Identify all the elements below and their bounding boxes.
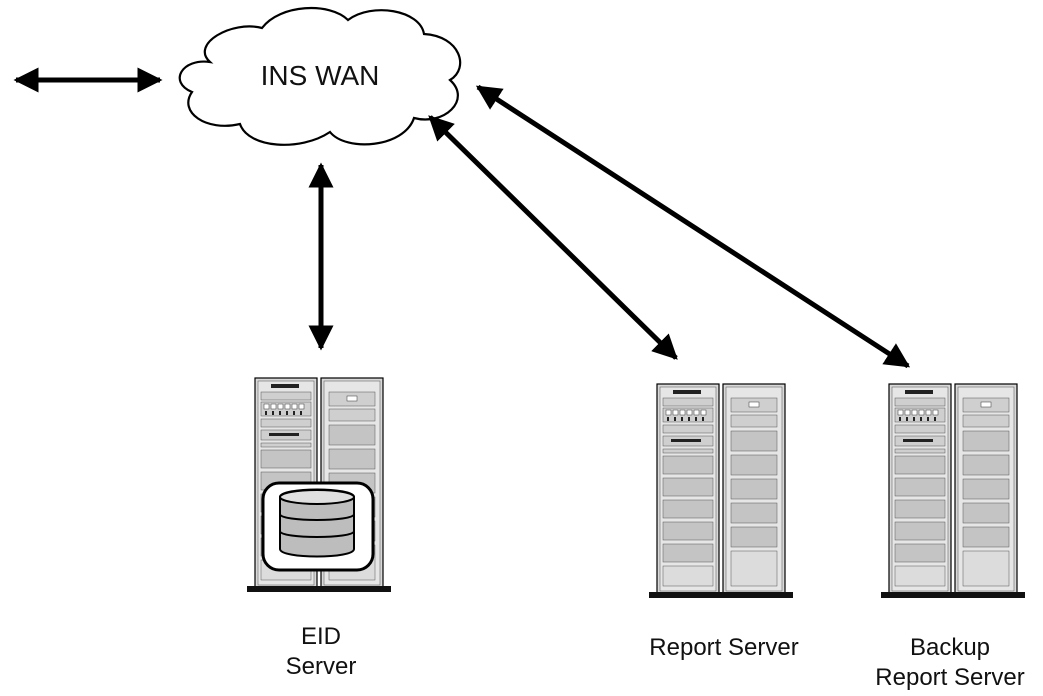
database-icon (261, 481, 375, 572)
cloud-icon (178, 6, 462, 146)
backup-report-server-label-line2: Report Server (875, 664, 1025, 691)
backup-report-server-label-line1: Backup (909, 634, 991, 661)
connection-report (428, 115, 678, 360)
server-rack-icon (648, 383, 794, 599)
server-rack-icon (880, 383, 1026, 599)
report-server-label: Report Server (624, 633, 824, 663)
report-server-label-line1: Report Server (649, 634, 799, 661)
backup-report-server-label: Backup Report Server (860, 633, 1040, 693)
eid-server-label-line2: Server (285, 653, 357, 680)
connection-backup (475, 84, 911, 369)
double-arrow-icon (13, 67, 911, 369)
eid-server-label: EID Server (241, 622, 401, 682)
eid-server-label-line1: EID (300, 623, 341, 650)
cloud-label: INS WAN (260, 60, 380, 91)
